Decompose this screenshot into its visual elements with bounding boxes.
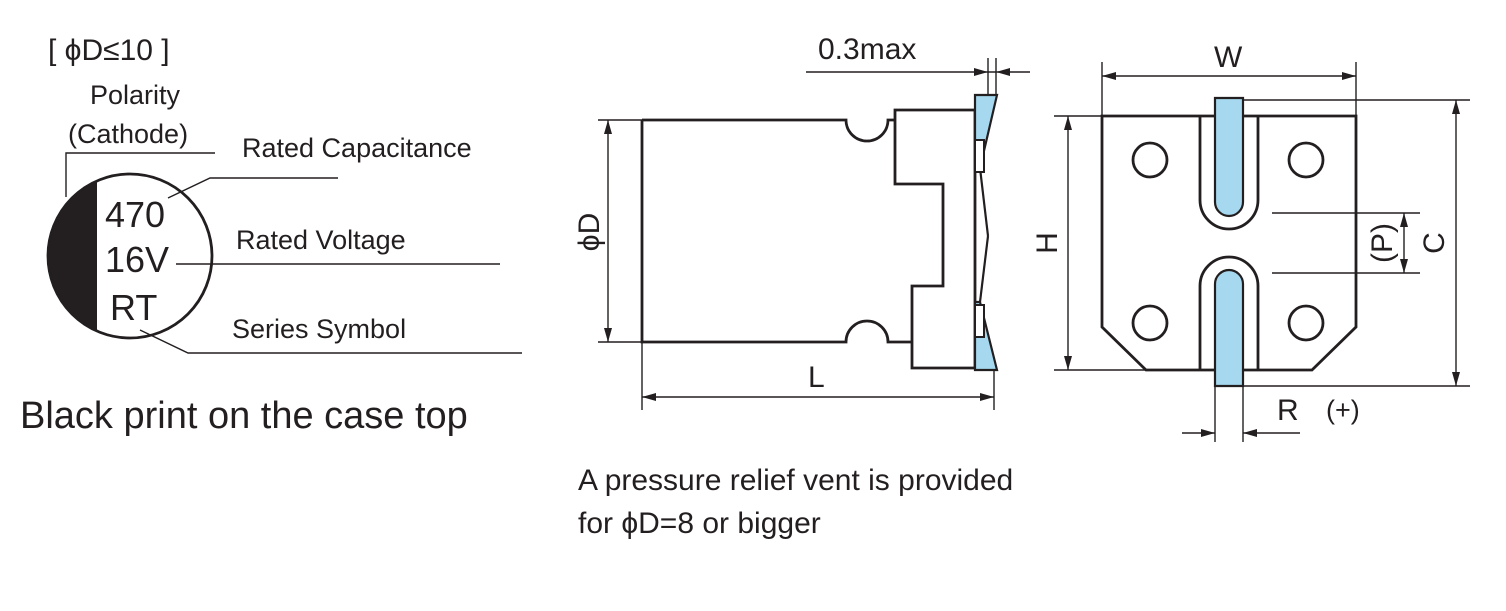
case-top-marking: [ ϕD≤10 ] Polarity (Cathode) 470 16V RT …	[20, 34, 522, 437]
polarity-label: Polarity	[90, 80, 181, 110]
hole-bottom-right	[1287, 304, 1325, 342]
polarity-leader	[65, 152, 215, 197]
series-symbol-label: Series Symbol	[232, 314, 406, 344]
bottom-view: W H (P) C R (+)	[1031, 41, 1470, 442]
slot-upper	[1198, 116, 1260, 231]
case-top-circle	[46, 172, 214, 340]
cathode-band	[48, 181, 97, 331]
diameter-arrow-top	[604, 120, 612, 134]
seal-bottom	[974, 304, 985, 338]
r-label: R	[1277, 394, 1299, 427]
seal-top	[974, 139, 985, 173]
diameter-arrow-bottom	[604, 328, 612, 342]
note-line-2: for ϕD=8 or bigger	[578, 507, 821, 540]
height-arrow-top	[1064, 116, 1072, 130]
width-arrow-right	[1342, 72, 1356, 80]
cathode-label: (Cathode)	[68, 119, 188, 149]
r-arrow-right	[1243, 429, 1257, 437]
diameter-label: ϕD	[573, 213, 606, 251]
series-value: RT	[110, 287, 157, 328]
height-label: H	[1031, 232, 1064, 254]
c-arrow-top	[1452, 100, 1460, 114]
c-label: C	[1418, 232, 1451, 254]
capacitance-value: 470	[105, 194, 165, 235]
terminal-bend-upper	[978, 167, 990, 237]
hole-bottom-left	[1131, 304, 1169, 342]
plus-label: (+)	[1326, 395, 1360, 425]
hole-top-right	[1287, 141, 1325, 179]
side-view: 0.3max ϕD L	[573, 33, 1030, 410]
vent-note: A pressure relief vent is provided for ϕ…	[578, 464, 1013, 540]
hole-top-left	[1131, 141, 1169, 179]
series-leader	[139, 329, 522, 354]
tolerance-label: 0.3max	[818, 33, 916, 66]
terminal-bend-lower	[978, 235, 990, 303]
length-arrow-right	[980, 393, 994, 401]
terminal-positive	[1213, 268, 1245, 388]
width-label: W	[1214, 41, 1243, 74]
tolerance-arrow-right	[996, 68, 1010, 76]
width-arrow-left	[1102, 72, 1116, 80]
terminal-negative	[1213, 96, 1245, 218]
capacitance-leader	[167, 177, 338, 199]
length-label: L	[808, 361, 825, 394]
height-arrow-bottom	[1064, 356, 1072, 370]
length-arrow-left	[642, 393, 656, 401]
capacitor-body-outline	[640, 108, 977, 370]
r-arrow-left	[1201, 429, 1215, 437]
c-arrow-bottom	[1452, 372, 1460, 386]
pitch-arrow-top	[1400, 213, 1408, 227]
pitch-arrow-bottom	[1400, 259, 1408, 273]
note-line-1: A pressure relief vent is provided	[578, 464, 1013, 497]
voltage-value: 16V	[105, 239, 169, 280]
slot-lower	[1198, 255, 1260, 370]
rated-capacitance-label: Rated Capacitance	[242, 133, 472, 163]
size-condition-label: [ ϕD≤10 ]	[48, 34, 170, 67]
case-top-caption: Black print on the case top	[20, 395, 468, 437]
pitch-label: (P)	[1366, 223, 1399, 263]
tolerance-arrow-left	[974, 68, 988, 76]
rated-voltage-label: Rated Voltage	[236, 225, 406, 255]
